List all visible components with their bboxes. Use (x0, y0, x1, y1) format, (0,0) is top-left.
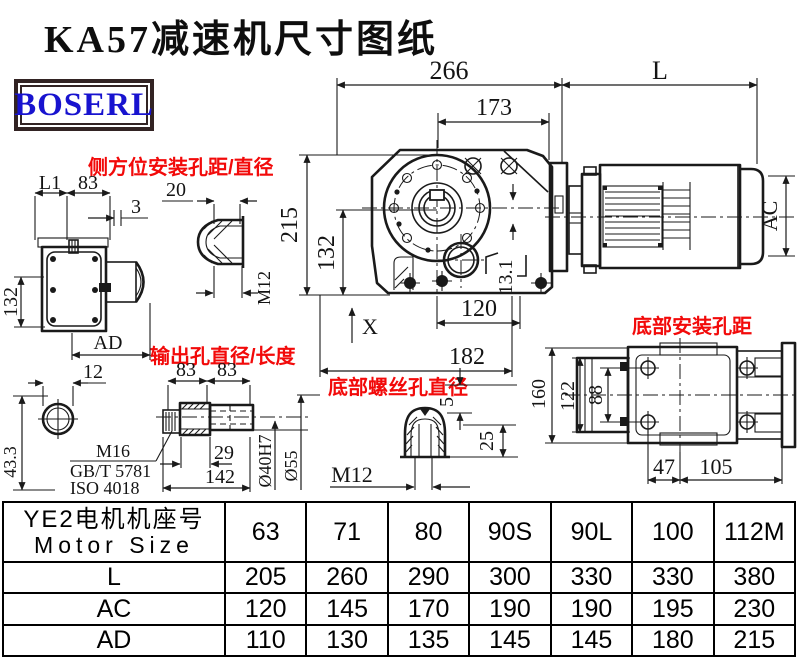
dim-47: 47 (653, 454, 675, 479)
motor-fins (603, 186, 662, 247)
bottom-view: 160 122 88 47 105 (528, 338, 798, 484)
top-dimensions: 266 L 173 (336, 56, 758, 164)
shaft-end-view: 12 43.3 (0, 361, 106, 491)
dim-83-side: 83 (78, 172, 98, 194)
dim-43-3: 43.3 (0, 446, 20, 478)
table-cell: 330 (549, 561, 632, 592)
dim-182: 182 (449, 344, 485, 370)
table-cell: 145 (549, 624, 632, 655)
dim-88: 88 (585, 385, 607, 405)
dim-132-side: 132 (0, 287, 22, 317)
dim-132-main: 132 (314, 235, 340, 271)
left-side-view: L1 83 3 132 AD (0, 172, 151, 360)
table-cell: 110 (224, 624, 306, 655)
table-cell: 195 (631, 592, 713, 624)
bottom-screw-detail: M12 5 25 (330, 368, 518, 491)
dim-142: 142 (205, 466, 235, 488)
dim-20: 20 (166, 179, 186, 201)
table-cell: 145 (305, 592, 387, 624)
table-row-label-L: L (4, 561, 224, 592)
table-cell: 380 (712, 561, 794, 592)
dim-M12-bottom: M12 (331, 462, 373, 487)
main-view-reducer: 13.1 (362, 140, 560, 305)
dim-5: 5 (436, 397, 458, 407)
flange-bolt-holes (388, 159, 486, 253)
thread-spec-gbt: GB/T 5781 (70, 461, 151, 481)
table-cell: 300 (468, 561, 550, 592)
table-cell: 205 (224, 561, 306, 592)
table-row-label-AD: AD (4, 624, 224, 655)
left-view-bolts (50, 256, 98, 323)
table-cell: 330 (631, 561, 713, 592)
dim-X: X (362, 314, 378, 339)
table-col-71: 71 (305, 503, 386, 561)
table-cell: 145 (468, 624, 550, 655)
table-col-90L: 90L (549, 503, 631, 561)
table-cell: 230 (712, 592, 794, 624)
table-cell: 190 (549, 592, 632, 624)
dim-40H7: Ø40H7 (255, 435, 275, 488)
side-mount-hole-detail: 20 M12 (162, 179, 274, 305)
table-header-en: Motor Size (34, 531, 194, 558)
dim-122: 122 (557, 381, 579, 411)
table-cell: 215 (712, 624, 794, 655)
table-col-112M: 112M (712, 503, 794, 561)
table-cell: 130 (305, 624, 387, 655)
dim-L1: L1 (39, 172, 61, 194)
table-col-100: 100 (631, 503, 712, 561)
dim-12: 12 (83, 361, 103, 383)
side-hole-hatch (203, 220, 233, 264)
dim-55: Ø55 (281, 451, 301, 482)
page-title: KA57减速机尺寸图纸 (44, 19, 439, 61)
table-cell: 135 (386, 624, 469, 655)
annotation-bottom-screw: 底部螺丝孔直径 (328, 375, 468, 399)
dim-L: L (652, 56, 668, 85)
main-view-motor: AC (545, 161, 796, 274)
boserl-logo-text: BOSERL (14, 86, 154, 123)
table-cell: 260 (305, 561, 387, 592)
table-cell: 120 (224, 592, 306, 624)
motor-spec-table: YE2电机机座号 Motor Size 63 71 80 90S 90L 100… (2, 501, 796, 657)
table-col-90S: 90S (468, 503, 549, 561)
motor-mid-lines (663, 189, 690, 239)
table-col-80: 80 (386, 503, 468, 561)
boserl-logo: BOSERL (14, 79, 154, 131)
dim-25: 25 (476, 431, 498, 451)
table-cell: 180 (631, 624, 713, 655)
dim-AC: AC (757, 201, 782, 232)
dim-266: 266 (430, 56, 469, 85)
table-cell: 190 (468, 592, 550, 624)
dim-13-1: 13.1 (495, 260, 517, 295)
table-cell: 290 (386, 561, 469, 592)
table-cell: 170 (386, 592, 469, 624)
dim-83-b: 83 (217, 359, 237, 381)
dim-160: 160 (528, 379, 550, 409)
dim-29: 29 (214, 442, 234, 464)
dim-83-a: 83 (176, 359, 196, 381)
dim-3: 3 (131, 196, 141, 218)
shaft-hatch (180, 402, 210, 436)
dim-M12-side: M12 (254, 271, 274, 305)
bottom-screw-hatch (405, 416, 445, 453)
annotation-bottom-mount: 底部安装孔距 (632, 314, 752, 338)
dim-173: 173 (476, 95, 512, 121)
dim-105: 105 (700, 454, 733, 479)
table-row-label-AC: AC (4, 592, 224, 624)
table-header-motor-size: YE2电机机座号 Motor Size (4, 503, 224, 561)
main-left-dimensions: 215 132 (277, 154, 437, 296)
thread-spec-m16: M16 (96, 441, 130, 461)
dim-120: 120 (461, 296, 497, 322)
output-shaft-view: 83 83 Ø40H7 Ø55 (70, 359, 320, 498)
main-bottom-dimensions: X 120 182 (319, 295, 521, 377)
table-header-cn: YE2电机机座号 (23, 506, 205, 534)
thread-spec-iso: ISO 4018 (70, 478, 140, 498)
annotation-side-mount: 侧方位安装孔距/直径 (88, 155, 274, 179)
dim-215: 215 (277, 207, 303, 243)
top-bolt-symbols (464, 157, 518, 175)
annotation-output-hole: 输出孔直径/长度 (150, 344, 297, 368)
dim-AD: AD (94, 332, 123, 354)
table-col-63: 63 (224, 503, 305, 561)
